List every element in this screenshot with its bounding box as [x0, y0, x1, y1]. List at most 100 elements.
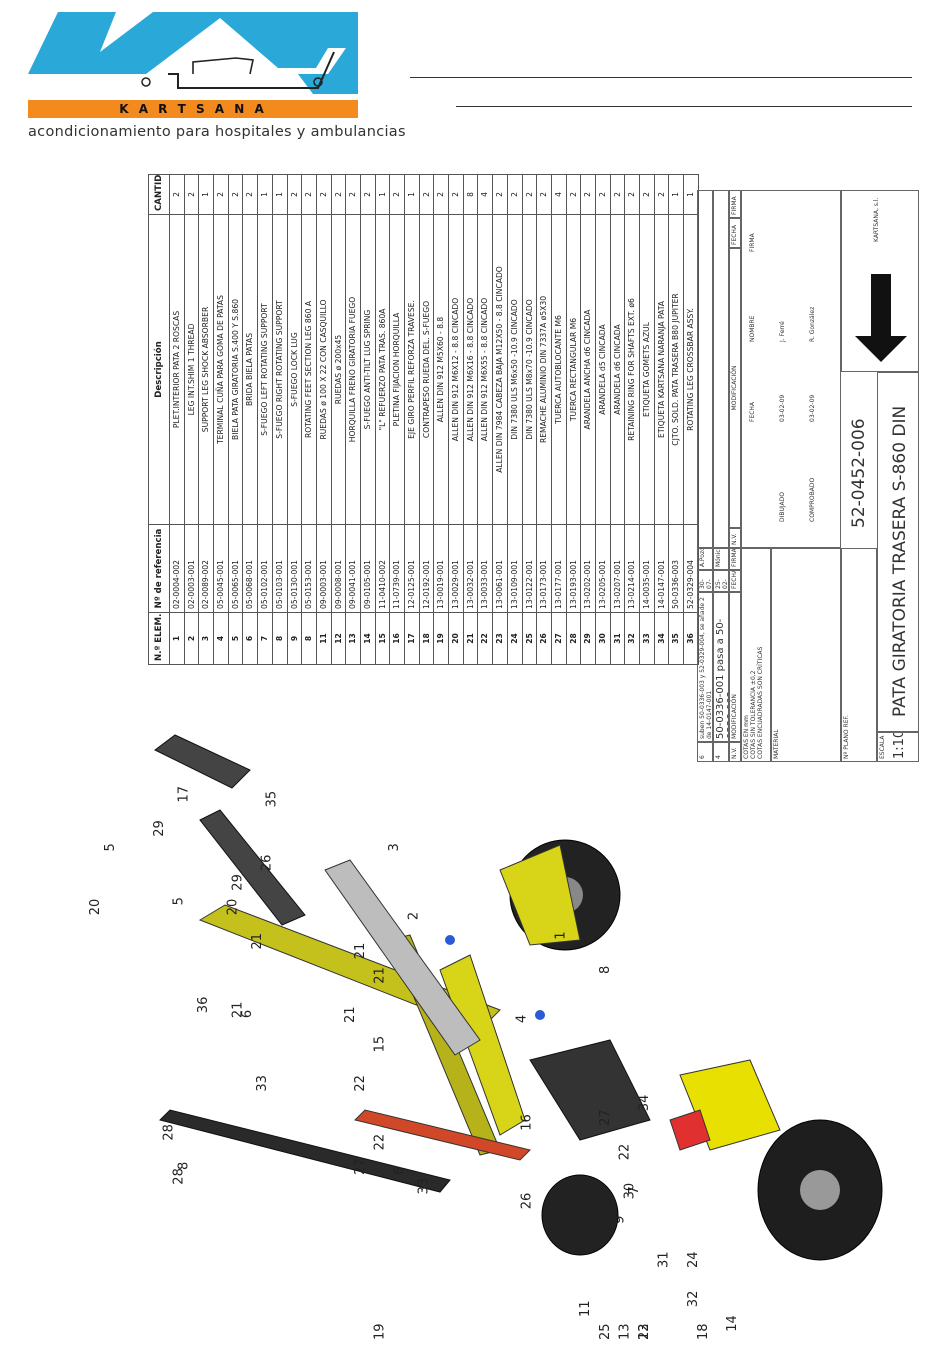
dibujado-fecha: 03-02-09	[779, 394, 786, 422]
callout-5: 5	[103, 843, 118, 851]
dibujado-nombre: J. Ferré	[779, 321, 786, 342]
callout-22: 22	[353, 1075, 368, 1092]
header-rule-1	[410, 77, 912, 78]
rev-h-date: FECHA	[729, 570, 741, 592]
cell-elem: 12	[331, 612, 346, 665]
cell-desc: S-FUEGO RIGHT ROTATING SUPPORT	[272, 214, 287, 525]
rev-by-4: Mónica	[713, 548, 729, 570]
cell-qty: 2	[624, 174, 640, 215]
cell-desc: ARANDELA ANCHA d6 CINCADA	[580, 214, 596, 525]
cell-elem: 24	[507, 612, 522, 665]
header-rule-2	[456, 106, 912, 107]
cell-desc: ALLEN DIN 7984 CABEZA BAJA M12X50 - 8.8 …	[492, 214, 508, 525]
part-8-leg	[159, 1109, 451, 1193]
cell-elem: 3	[198, 612, 214, 665]
cell-elem: 31	[610, 612, 625, 665]
callout-27: 27	[353, 1158, 368, 1175]
callout-20: 20	[225, 899, 240, 916]
cell-elem: 2	[184, 612, 199, 665]
cell-ref: 02-0003-001	[184, 524, 199, 613]
callout-24: 24	[686, 1251, 701, 1268]
cell-qty: 1	[198, 174, 214, 215]
people-h-nombre: NOMBRE	[749, 315, 756, 342]
callout-28: 28	[162, 1124, 177, 1141]
cell-desc: BIELA PATA GIRATORIA S.400 Y S.860	[228, 214, 243, 525]
dibujado-label: DIBUJADO	[779, 491, 786, 522]
cell-qty: 2	[492, 174, 508, 215]
cell-ref: 13-0109-001	[507, 524, 522, 613]
cell-desc: LEG INT.SHIM 1 THREAD	[184, 214, 199, 525]
cell-desc: RUEDAS ø 200x45	[331, 214, 346, 525]
callout-22: 22	[617, 1144, 632, 1161]
cell-ref: 13-0033-001	[477, 524, 493, 613]
cell-elem: 8	[301, 612, 317, 665]
callout-15: 15	[372, 1036, 387, 1053]
callout-17: 17	[176, 786, 191, 803]
cell-qty: 1	[375, 174, 390, 215]
callout-21: 21	[343, 1006, 358, 1023]
cell-desc: SUPPORT LEG SHOCK ABSORBER	[198, 214, 214, 525]
cell-ref: 05-0130-001	[287, 524, 302, 613]
cell-qty: 2	[507, 174, 522, 215]
part-5-link-upper	[154, 734, 251, 789]
cell-qty: 4	[551, 174, 567, 215]
cell-ref: 05-0153-001	[301, 524, 317, 613]
cell-ref: 05-0065-001	[228, 524, 243, 613]
callout-21: 21	[372, 967, 387, 984]
rev-h-sign: FIRMA	[729, 548, 741, 570]
callout-33: 33	[255, 1075, 270, 1092]
cell-elem: 34	[654, 612, 669, 665]
cell-elem: 22	[477, 612, 493, 665]
cell-qty: 2	[566, 174, 581, 215]
cell-elem: 28	[566, 612, 581, 665]
cell-qty: 2	[522, 174, 537, 215]
cell-qty: 1	[668, 174, 684, 215]
callout-29: 29	[152, 820, 167, 837]
cell-qty: 2	[242, 174, 258, 215]
cell-elem: 1	[169, 612, 185, 665]
cell-desc: RETAINING RING FOR SHAFTS EXT. ø6	[624, 214, 640, 525]
cell-qty: 2	[228, 174, 243, 215]
cell-ref: 05-0102-001	[257, 524, 273, 613]
cell-elem: 19	[433, 612, 449, 665]
part-14-lug-red	[669, 1109, 711, 1151]
cell-qty: 2	[213, 174, 229, 215]
cell-desc: ETIQUETA KARTSANA NARANJA PATA	[654, 214, 669, 525]
tagline: acondicionamiento para hospitales y ambu…	[28, 124, 406, 140]
cell-ref: 02-0089-002	[198, 524, 214, 613]
part-33-blue-label	[445, 935, 455, 945]
cell-elem: 21	[463, 612, 478, 665]
cell-ref: 12-0192-001	[419, 524, 434, 613]
cell-desc: CONTRAPESO RUEDA DEL. S-FUEGO	[419, 214, 434, 525]
callout-19: 19	[372, 1323, 387, 1340]
cell-elem: 20	[448, 612, 464, 665]
cell-ref: 50-0336-003	[668, 524, 684, 613]
col-ref: Nº de referencia	[148, 524, 170, 613]
callout-3: 3	[387, 843, 402, 851]
cell-qty: 2	[448, 174, 464, 215]
cell-ref: 13-0205-001	[595, 524, 611, 613]
cell-desc: PLETINA FIJACION HORQUILLA	[389, 214, 405, 525]
cell-ref: 11-0410-002	[375, 524, 390, 613]
cell-ref: 02-0004-002	[169, 524, 185, 613]
cell-ref: 13-0177-001	[551, 524, 567, 613]
callout-31: 31	[657, 1251, 672, 1268]
cell-desc: PLET.INTERIOR PATA 2 ROSCAS	[169, 214, 185, 525]
rev2-row-a	[697, 190, 713, 548]
callout-8: 8	[598, 966, 613, 974]
